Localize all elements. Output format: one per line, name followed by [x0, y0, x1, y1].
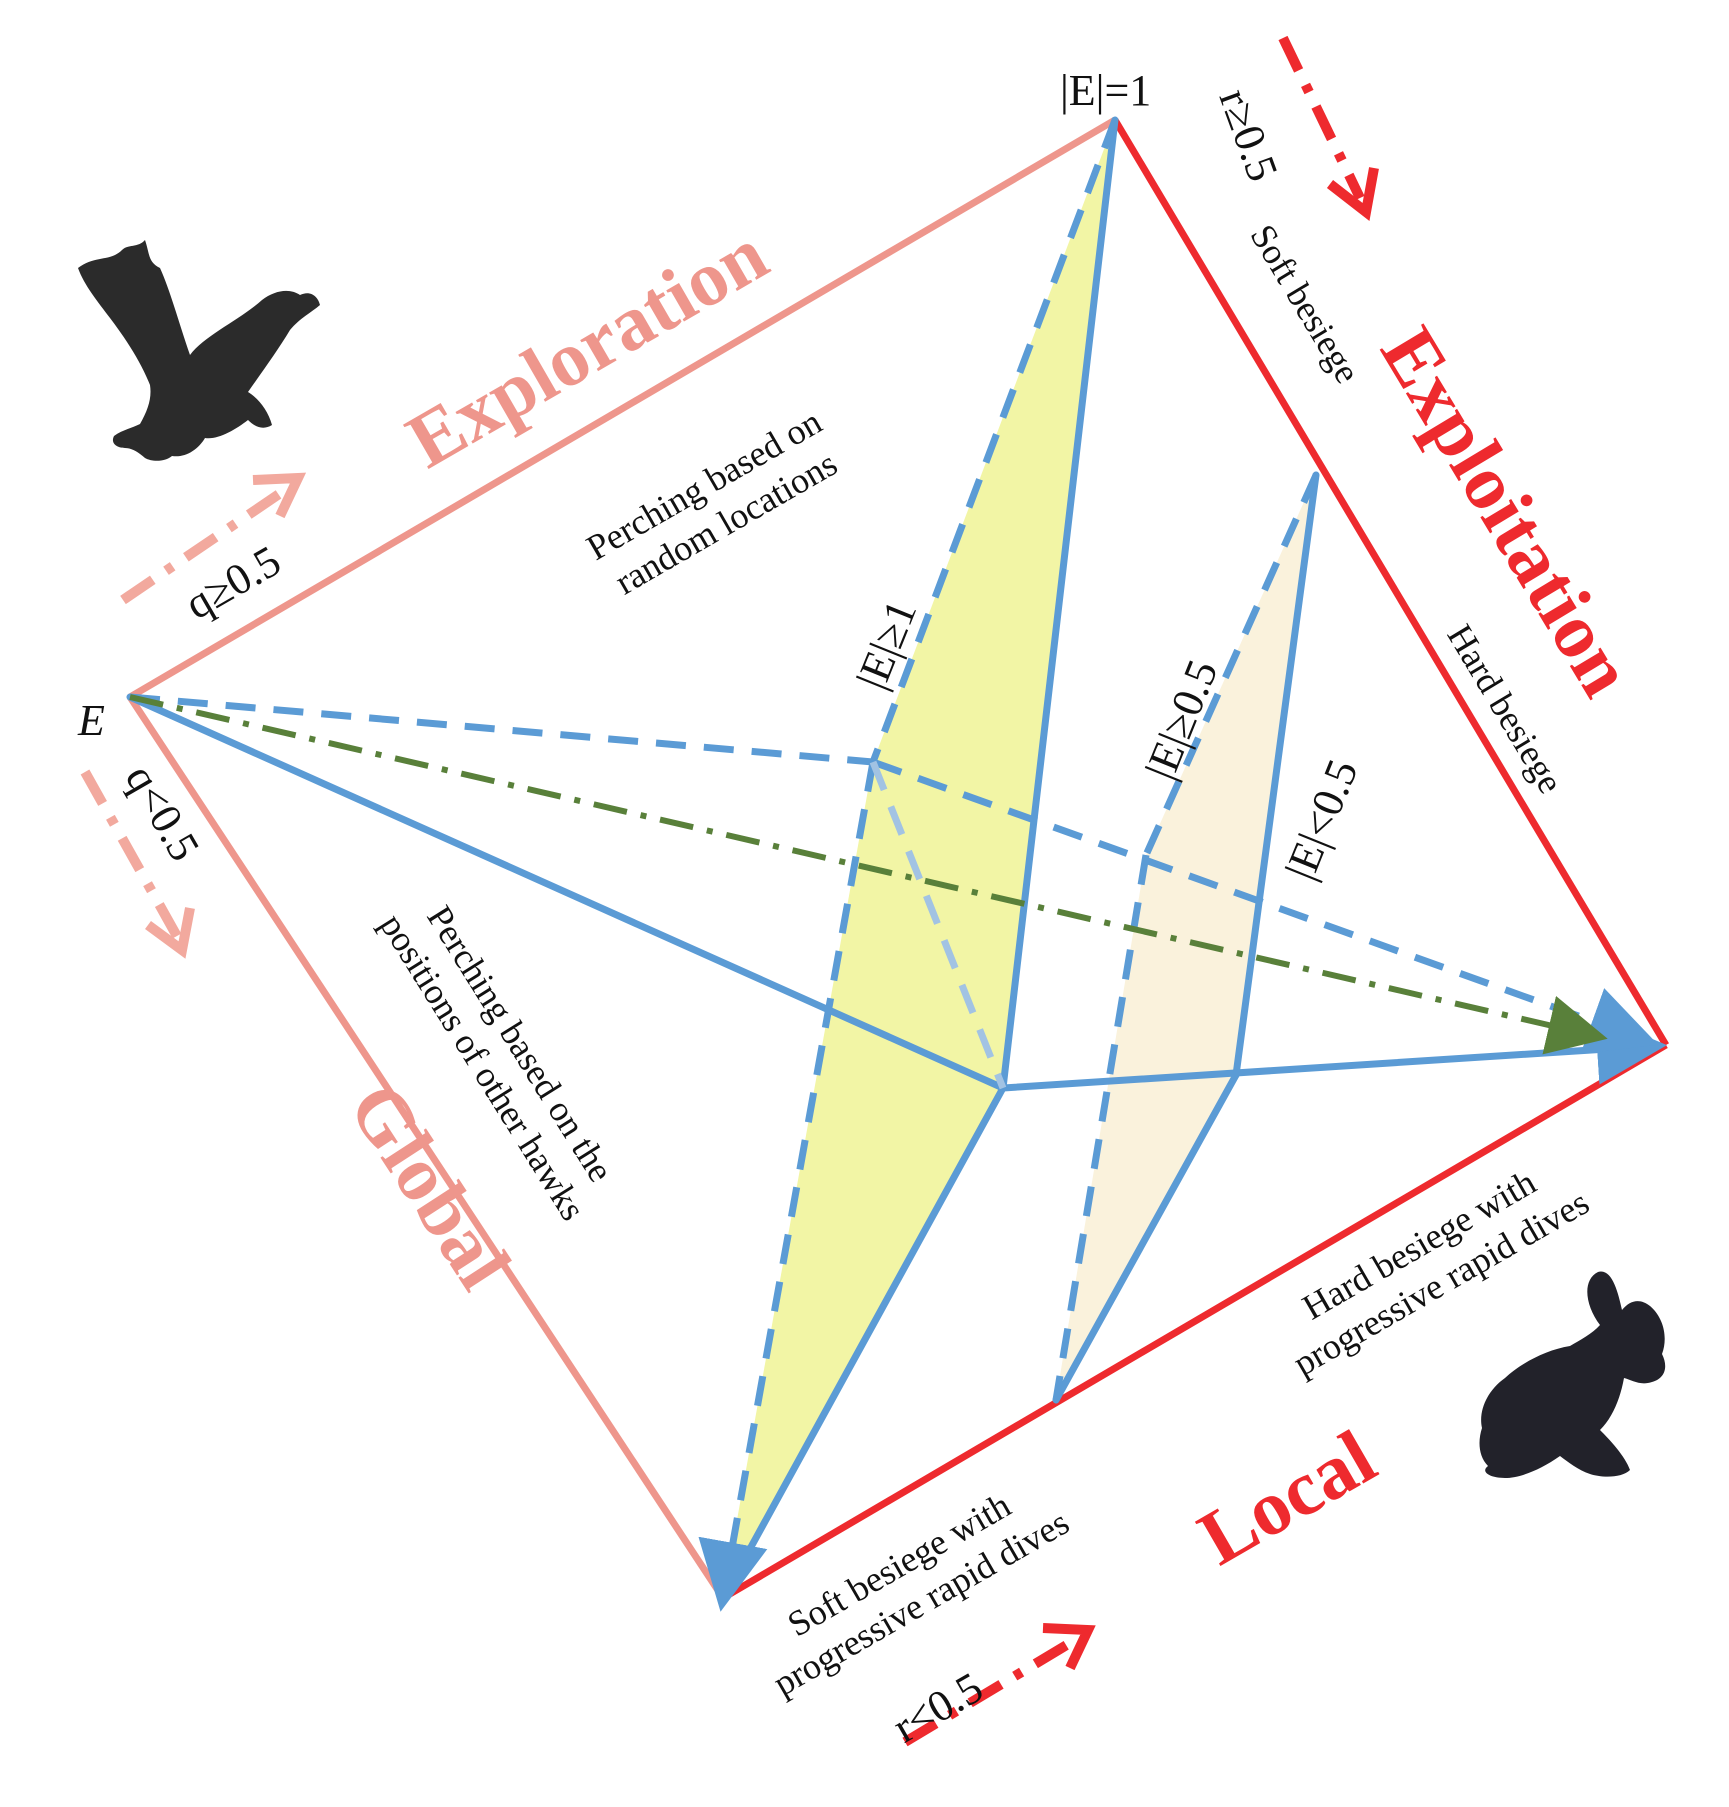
- q-ge-direction-arrow: [120, 472, 307, 605]
- global-edge: [127, 695, 726, 1600]
- rabbit-silhouette-icon: [1479, 1271, 1666, 1478]
- phase-label-exploitation: Exploitation: [1364, 312, 1651, 710]
- e-to-right-dashdot-arrow: [129, 694, 1608, 1055]
- e-to-plane-dashed: [129, 693, 874, 766]
- vertex-label-top: |E|=1: [1060, 66, 1151, 115]
- center-to-bottom-line: [719, 1084, 1007, 1602]
- center-to-right-arrow: [999, 1014, 1667, 1092]
- e-ge-05-plane: [1056, 475, 1316, 1400]
- plane-to-right-dashed: [871, 758, 1659, 1054]
- mid-to-local-line: [1052, 1071, 1240, 1404]
- condition-e-lt-05: |E|<0.5: [1276, 753, 1368, 887]
- vertex-label-left: E: [77, 696, 105, 745]
- strategy-perch-random: Perching based on random locations: [580, 401, 844, 602]
- local-edge: [721, 1041, 1668, 1602]
- top-to-plane-dashed: [869, 118, 1119, 764]
- exploitation-edge: [1111, 118, 1670, 1047]
- strategy-soft-dives: Soft besiege with progressive rapid dive…: [766, 1485, 1075, 1704]
- hawk-silhouette-icon: [78, 240, 320, 461]
- q-lt-direction-arrow: [80, 769, 195, 959]
- condition-r-lt: r<0.5: [885, 1663, 991, 1753]
- exploration-edge: [128, 116, 1117, 701]
- mid-lower-dashed: [1052, 854, 1150, 1401]
- e-to-center-line: [126, 693, 1007, 1092]
- phase-label-local: Local: [1184, 1413, 1389, 1582]
- light-blue-dashed: [869, 760, 1007, 1090]
- top-to-center-line: [999, 116, 1119, 1092]
- mid-pillar-line: [1232, 471, 1320, 1079]
- r-ge-direction-arrow: [1278, 35, 1379, 222]
- r-lt-direction-arrow: [902, 1623, 1096, 1747]
- mid-upper-dashed: [1142, 473, 1320, 857]
- e-ge-1-plane: [723, 120, 1115, 1598]
- condition-r-ge: r≥0.5: [1210, 83, 1288, 188]
